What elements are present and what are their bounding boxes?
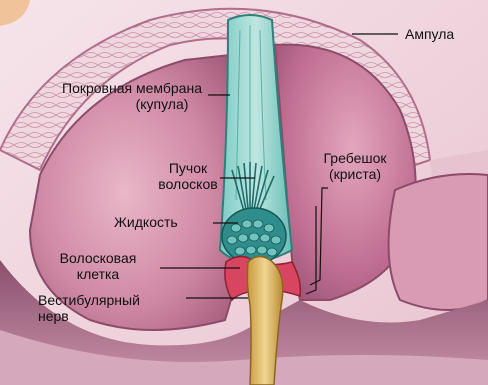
label-nerve-line1: Вестибулярный (38, 292, 140, 308)
label-hair-cell: Волосковая клетка (28, 250, 168, 282)
label-crista: Гребешок (криста) (305, 150, 405, 182)
label-crista-line2: (криста) (305, 166, 405, 182)
label-bundle-line2: волосков (143, 176, 233, 192)
hair-cell-cluster (222, 208, 286, 264)
label-fluid: Жидкость (114, 214, 178, 230)
label-ampula: Ампула (405, 26, 454, 42)
label-vestibular-nerve: Вестибулярный нерв (38, 292, 140, 324)
label-hair-bundle: Пучок волосков (143, 160, 233, 192)
label-crista-line1: Гребешок (305, 150, 405, 166)
label-membrane-line1: Покровная мембрана (32, 80, 232, 96)
label-haircell-line1: Волосковая (28, 250, 168, 266)
label-tectorial-membrane: Покровная мембрана (купула) (32, 80, 232, 112)
label-nerve-line2: нерв (38, 308, 140, 324)
label-membrane-line2: (купула) (32, 96, 232, 112)
label-bundle-line1: Пучок (143, 160, 233, 176)
label-haircell-line2: клетка (28, 266, 168, 282)
